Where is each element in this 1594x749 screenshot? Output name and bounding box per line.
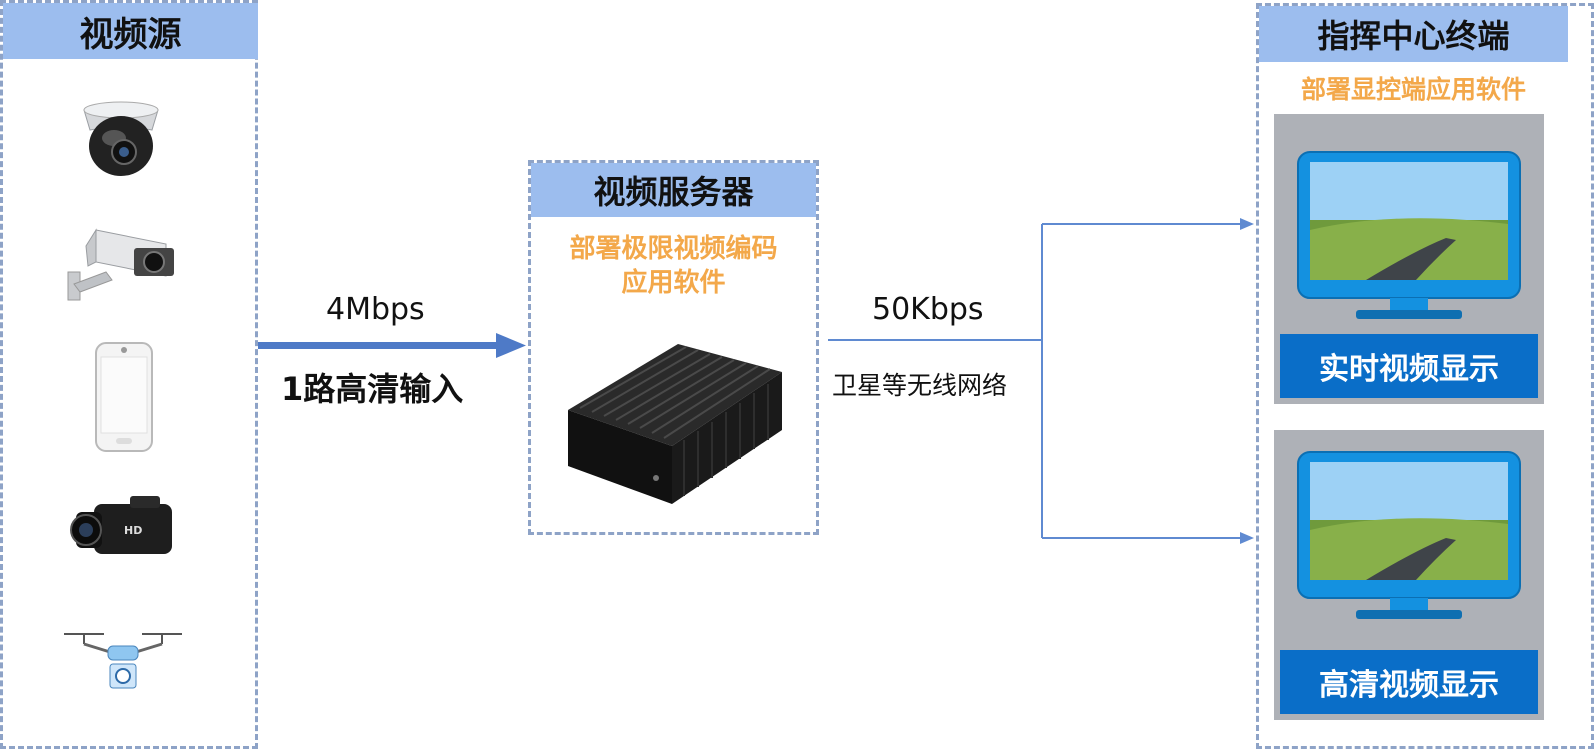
input-bitrate-label: 4Mbps <box>326 292 425 327</box>
output-network-lines <box>828 210 1256 550</box>
terminal-software-label: 部署显控端应用软件 <box>1300 75 1526 104</box>
video-server-title: 视频服务器 <box>531 163 816 217</box>
monitor-icon <box>1296 150 1522 322</box>
encoder-box-icon <box>560 338 786 508</box>
hd-display-card: 高清视频显示 <box>1274 430 1544 720</box>
input-arrow <box>258 330 528 360</box>
output-bitrate-label: 50Kbps <box>872 292 984 327</box>
command-center-title: 指挥中心终端 <box>1259 6 1568 62</box>
camcorder-icon: HD <box>70 494 176 568</box>
realtime-display-card: 实时视频显示 <box>1274 114 1544 404</box>
input-description-label: 1路高清输入 <box>281 370 464 408</box>
output-network-label: 卫星等无线网络 <box>832 371 1008 400</box>
dome-camera-icon <box>78 96 164 180</box>
server-software-line2: 应用软件 <box>621 268 726 298</box>
bullet-camera-icon <box>66 222 182 302</box>
camcorder-hd-badge: HD <box>124 524 142 537</box>
server-software-line1: 部署极限视频编码 <box>569 234 778 264</box>
video-source-title: 视频源 <box>3 3 258 59</box>
hd-display-label: 高清视频显示 <box>1280 650 1538 714</box>
monitor-icon <box>1296 450 1522 622</box>
drone-icon <box>58 626 188 692</box>
realtime-display-label: 实时视频显示 <box>1280 334 1538 398</box>
smartphone-icon <box>94 341 154 453</box>
